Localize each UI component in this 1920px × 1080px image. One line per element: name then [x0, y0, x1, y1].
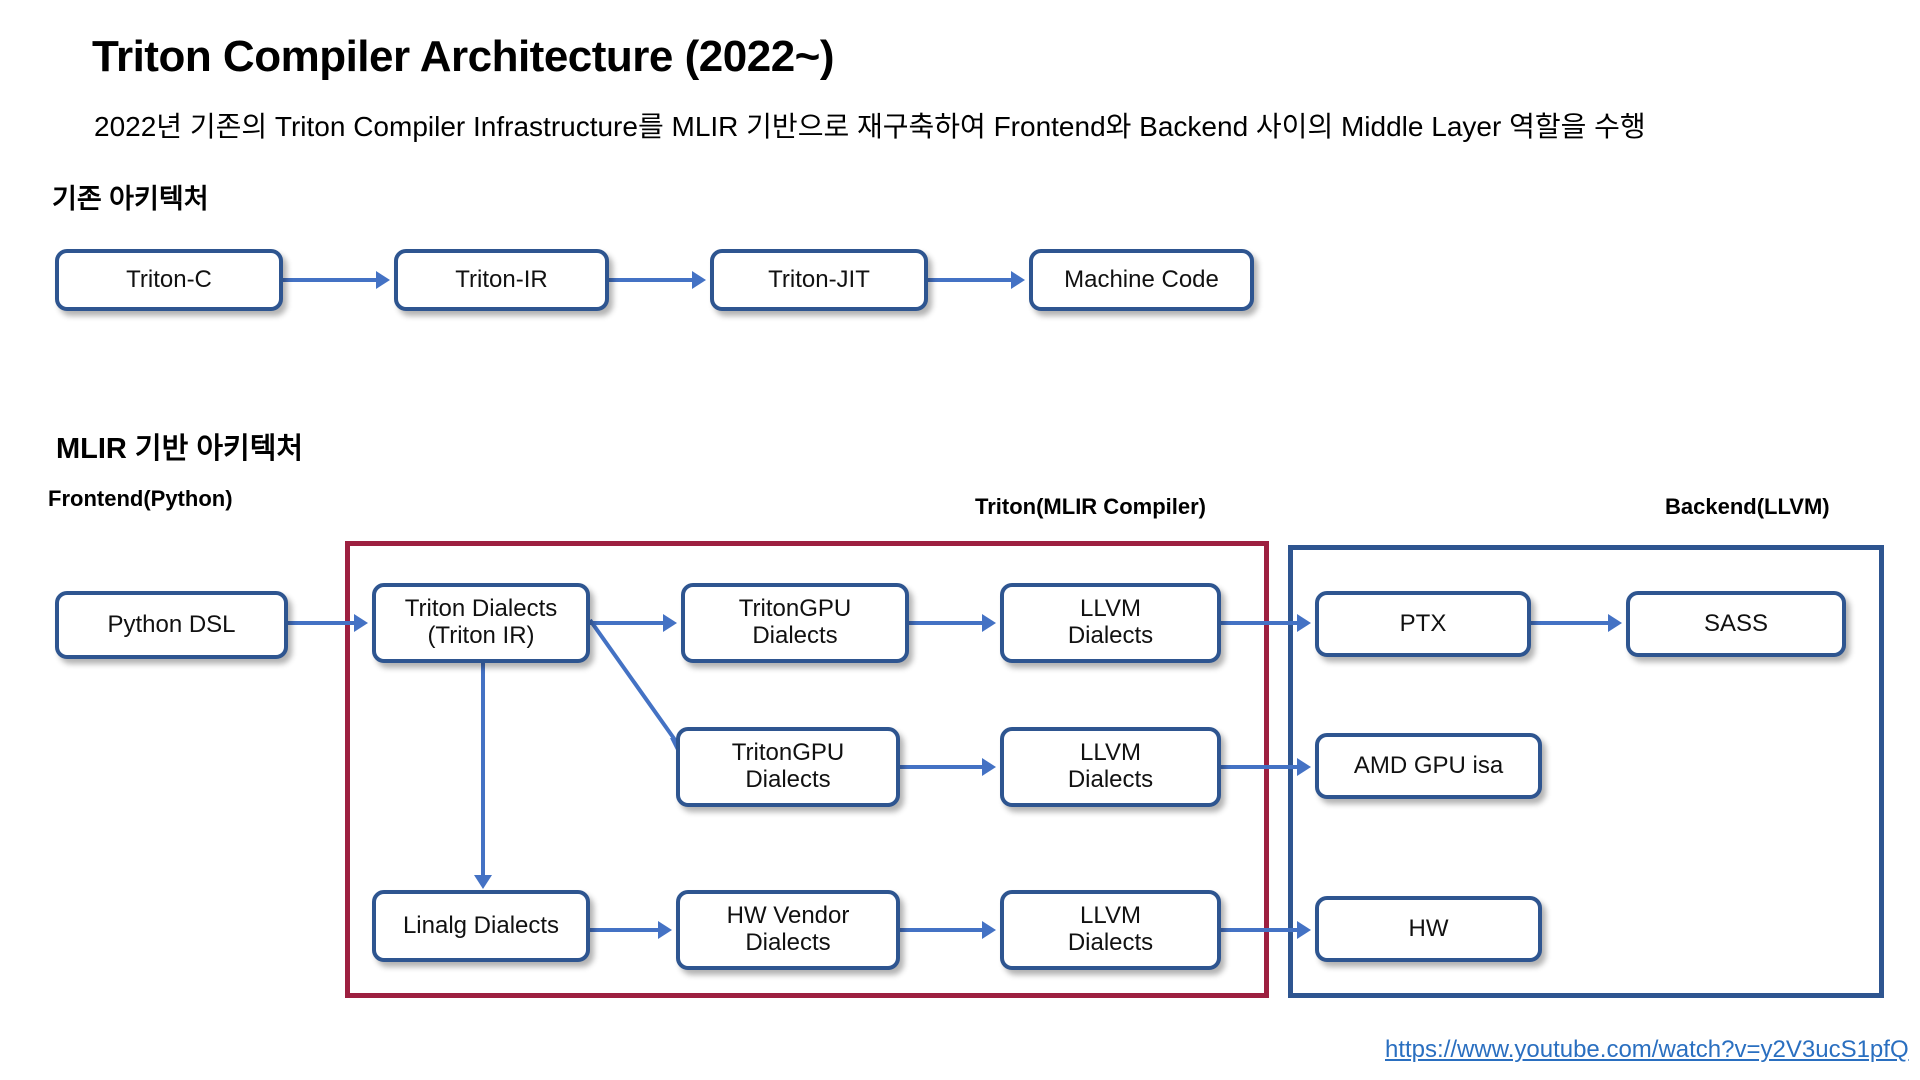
node-llvm-dialects-3[interactable]: LLVM Dialects — [1000, 890, 1221, 970]
node-tritongpu-dialects-2[interactable]: TritonGPU Dialects — [676, 727, 900, 807]
edge-triton-ir-to-triton-jit — [609, 278, 692, 282]
edge-ptx-to-sass — [1531, 621, 1608, 625]
edge-triton-c-to-triton-ir — [283, 278, 376, 282]
edge-triton-dialects-to-linalg — [481, 663, 485, 875]
page-title: Triton Compiler Architecture (2022~) — [92, 32, 835, 81]
node-label: Triton-C — [126, 265, 212, 293]
edge-triton-dialects-to-tritongpu-1 — [590, 621, 663, 625]
node-ptx[interactable]: PTX — [1315, 591, 1531, 657]
node-triton-ir[interactable]: Triton-IR — [394, 249, 609, 311]
node-hw-vendor-dialects[interactable]: HW Vendor Dialects — [676, 890, 900, 970]
node-label-line2: Dialects — [752, 622, 838, 649]
arrowhead-icon — [982, 614, 996, 632]
node-label: Machine Code — [1064, 265, 1219, 293]
node-label: AMD GPU isa — [1353, 751, 1504, 779]
column-label-backend: Backend(LLVM) — [1665, 494, 1830, 519]
node-triton-c[interactable]: Triton-C — [55, 249, 283, 311]
edge-llvm-1-to-ptx — [1221, 621, 1297, 625]
group-container-backend — [1288, 545, 1884, 998]
arrowhead-icon — [1011, 271, 1025, 289]
node-hw[interactable]: HW — [1315, 896, 1542, 962]
arrowhead-icon — [1297, 758, 1311, 776]
node-label-line2: Dialects — [1067, 622, 1154, 649]
node-label-line2: Dialects — [1067, 766, 1154, 793]
node-llvm-dialects-2[interactable]: LLVM Dialects — [1000, 727, 1221, 807]
node-label: SASS — [1703, 609, 1769, 637]
edge-llvm-3-to-hw — [1221, 928, 1297, 932]
node-llvm-dialects-1[interactable]: LLVM Dialects — [1000, 583, 1221, 663]
arrowhead-icon — [1297, 614, 1311, 632]
node-label: PTX — [1399, 609, 1447, 637]
node-linalg-dialects[interactable]: Linalg Dialects — [372, 890, 590, 962]
section-heading-mlir: MLIR 기반 아키텍처 — [56, 433, 304, 465]
node-sass[interactable]: SASS — [1626, 591, 1846, 657]
node-label-line2: Dialects — [1067, 929, 1154, 956]
edge-hw-vendor-to-llvm-3 — [900, 928, 982, 932]
node-python-dsl[interactable]: Python DSL — [55, 591, 288, 659]
node-label: Triton-JIT — [768, 265, 870, 293]
edge-tritongpu-1-to-llvm-1 — [909, 621, 982, 625]
arrowhead-icon — [982, 921, 996, 939]
arrowhead-icon — [474, 875, 492, 889]
edge-tritongpu-2-to-llvm-2 — [900, 765, 982, 769]
edge-python-dsl-to-triton-dialects — [288, 621, 354, 625]
node-label-line1: TritonGPU — [738, 595, 852, 623]
node-label: Linalg Dialects — [402, 911, 560, 939]
node-triton-jit[interactable]: Triton-JIT — [710, 249, 928, 311]
arrowhead-icon — [692, 271, 706, 289]
arrowhead-icon — [982, 758, 996, 776]
node-label: HW — [1408, 914, 1449, 942]
column-label-frontend: Frontend(Python) — [48, 486, 233, 511]
node-label-line1: LLVM — [1080, 902, 1141, 930]
source-link[interactable]: https://www.youtube.com/watch?v=y2V3ucS1… — [1385, 1036, 1909, 1063]
arrowhead-icon — [1608, 614, 1622, 632]
edge-linalg-to-hw-vendor — [590, 928, 658, 932]
node-machine-code[interactable]: Machine Code — [1029, 249, 1254, 311]
node-label-line1: TritonGPU — [731, 739, 845, 767]
node-amd-gpu-isa[interactable]: AMD GPU isa — [1315, 733, 1542, 799]
column-label-triton: Triton(MLIR Compiler) — [975, 494, 1206, 519]
arrowhead-icon — [663, 614, 677, 632]
edge-llvm-2-to-amd-gpu-isa — [1221, 765, 1297, 769]
edge-triton-jit-to-machine-code — [928, 278, 1011, 282]
node-label-line2: Dialects — [745, 929, 831, 956]
group-container-triton — [345, 541, 1269, 998]
page-subtitle: 2022년 기존의 Triton Compiler Infrastructure… — [94, 111, 1646, 142]
node-label-line2: Dialects — [745, 766, 831, 793]
arrowhead-icon — [376, 271, 390, 289]
node-label-line1: LLVM — [1080, 595, 1141, 623]
node-label: Python DSL — [107, 610, 236, 638]
arrowhead-icon — [354, 614, 368, 632]
node-label-line1: Triton Dialects — [404, 595, 558, 623]
node-triton-dialects[interactable]: Triton Dialects (Triton IR) — [372, 583, 590, 663]
arrowhead-icon — [658, 921, 672, 939]
node-label-line1: LLVM — [1080, 739, 1141, 767]
arrowhead-icon — [1297, 921, 1311, 939]
node-label-line1: HW Vendor — [726, 902, 850, 930]
node-label-line2: (Triton IR) — [427, 622, 535, 649]
node-label: Triton-IR — [455, 265, 548, 293]
section-heading-legacy: 기존 아키텍처 — [52, 184, 209, 214]
node-tritongpu-dialects-1[interactable]: TritonGPU Dialects — [681, 583, 909, 663]
